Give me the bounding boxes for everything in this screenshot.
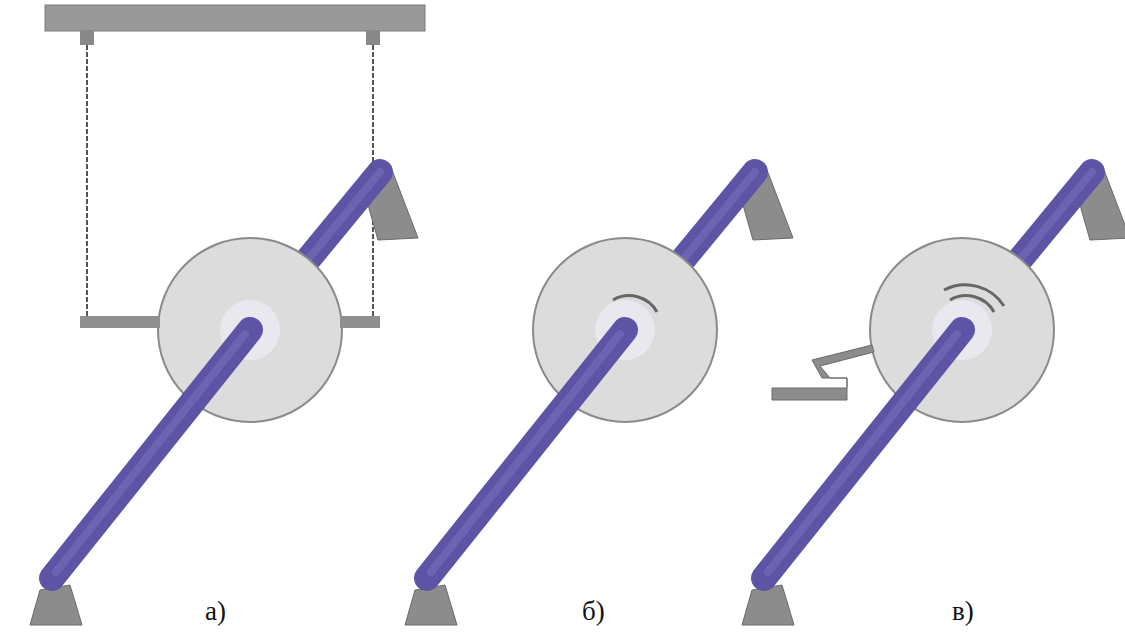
panel-c	[742, 170, 1125, 625]
panel-a	[30, 5, 425, 625]
panel-label: б)	[582, 596, 605, 627]
panel-label: в)	[952, 596, 974, 627]
panel-label: а)	[205, 596, 226, 627]
panel-b	[405, 170, 793, 625]
